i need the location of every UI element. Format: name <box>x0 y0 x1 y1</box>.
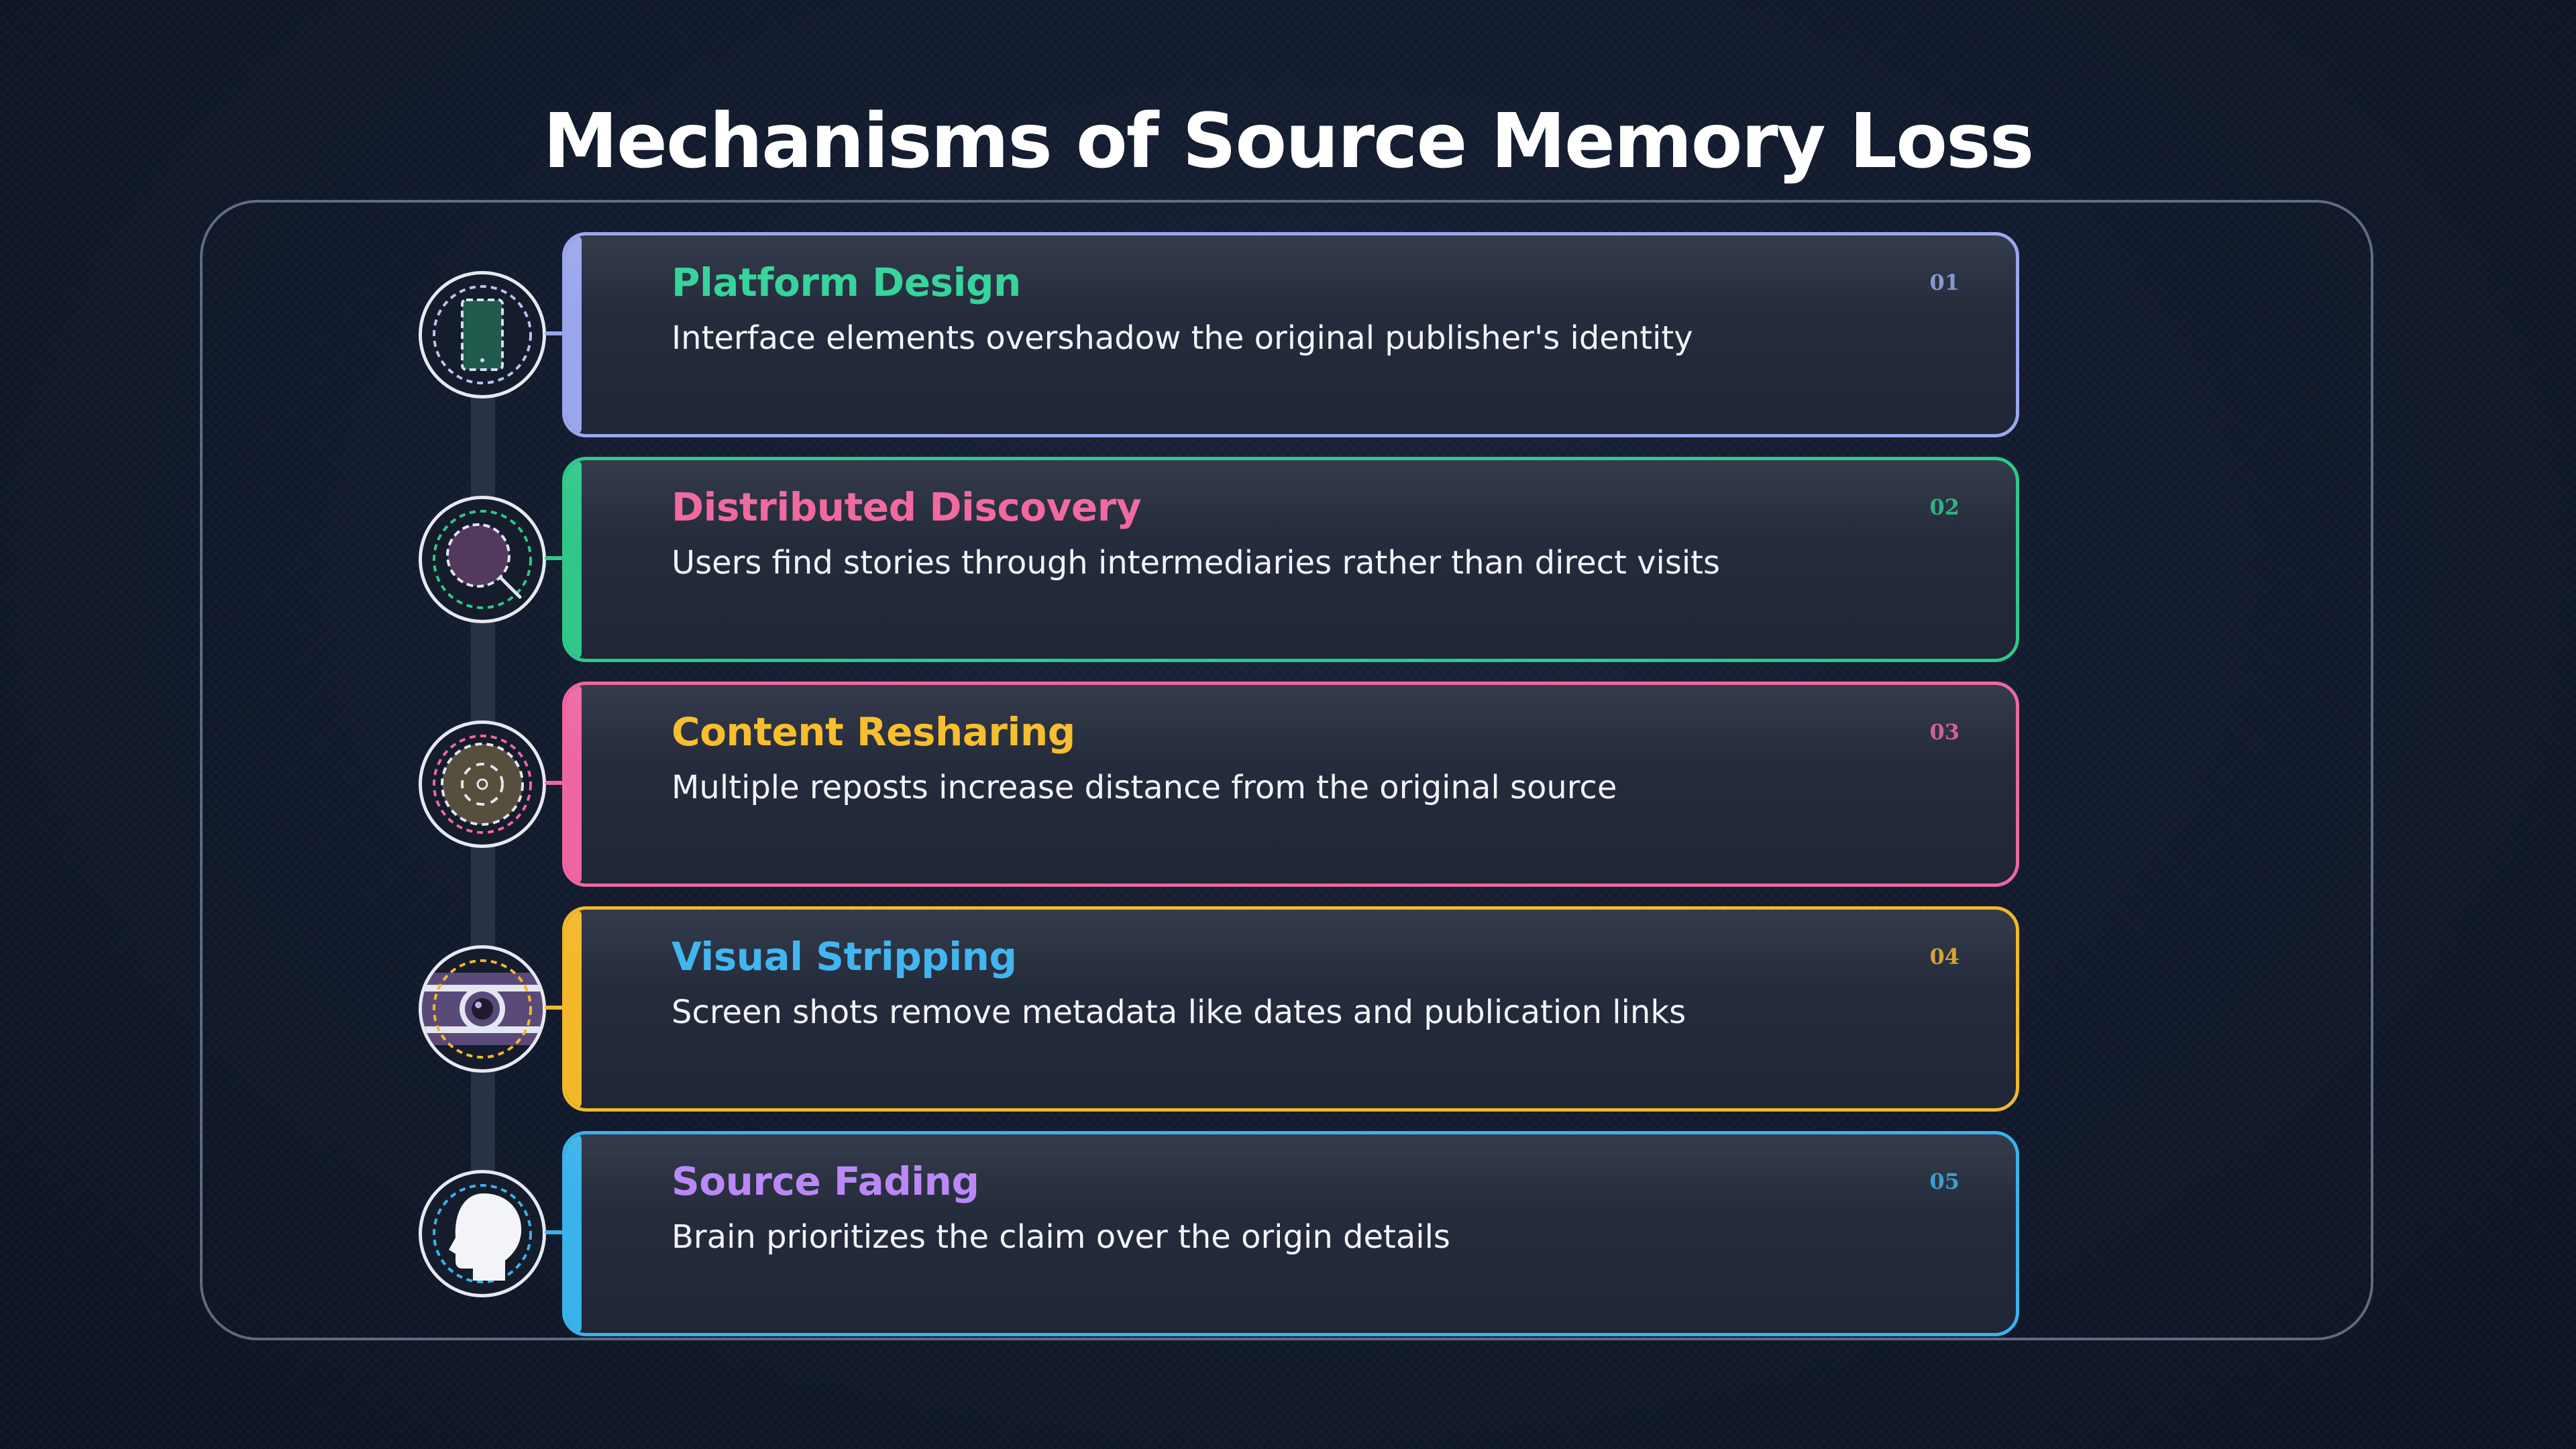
card-number: 04 <box>1929 944 1960 969</box>
card-title: Platform Design <box>672 260 1021 305</box>
head-silhouette-icon <box>419 1170 546 1297</box>
card-title: Visual Stripping <box>672 934 1017 979</box>
card-number: 03 <box>1929 719 1960 745</box>
card-number: 01 <box>1929 270 1960 295</box>
card-description: Users find stories through intermediarie… <box>672 544 1720 582</box>
card-accent-bar <box>566 235 582 434</box>
camera-icon <box>419 945 546 1073</box>
content-frame <box>200 200 2373 1340</box>
mechanism-card: Platform Design Interface elements overs… <box>562 232 2019 437</box>
phone-icon <box>419 271 546 398</box>
card-title: Distributed Discovery <box>672 484 1142 530</box>
mechanism-row-2: Distributed Discovery Users find stories… <box>0 457 2576 665</box>
share-cycle-icon <box>419 720 546 848</box>
card-description: Multiple reposts increase distance from … <box>672 769 1617 806</box>
row-connector <box>545 331 568 335</box>
card-accent-bar <box>566 910 582 1108</box>
card-number: 02 <box>1929 494 1960 520</box>
row-connector <box>545 556 568 560</box>
mechanism-row-1: Platform Design Interface elements overs… <box>0 232 2576 440</box>
card-description: Brain prioritizes the claim over the ori… <box>672 1218 1450 1256</box>
row-connector <box>545 1230 568 1234</box>
card-description: Screen shots remove metadata like dates … <box>672 994 1686 1031</box>
mechanism-card: Content Resharing Multiple reposts incre… <box>562 682 2019 887</box>
mechanism-row-3: Content Resharing Multiple reposts incre… <box>0 682 2576 890</box>
row-connector <box>545 1006 568 1010</box>
card-description: Interface elements overshadow the origin… <box>672 319 1693 357</box>
card-number: 05 <box>1929 1169 1960 1194</box>
card-title: Source Fading <box>672 1159 979 1204</box>
card-accent-bar <box>566 1134 582 1333</box>
card-accent-bar <box>566 685 582 883</box>
card-accent-bar <box>566 460 582 659</box>
card-title: Content Resharing <box>672 709 1075 755</box>
magnifier-icon <box>419 496 546 623</box>
mechanism-card: Source Fading Brain prioritizes the clai… <box>562 1131 2019 1336</box>
mechanism-card: Visual Stripping Screen shots remove met… <box>562 906 2019 1112</box>
row-connector <box>545 781 568 785</box>
mechanism-card: Distributed Discovery Users find stories… <box>562 457 2019 662</box>
page-title: Mechanisms of Source Memory Loss <box>543 98 2035 185</box>
mechanism-row-4: Visual Stripping Screen shots remove met… <box>0 906 2576 1114</box>
mechanism-row-5: Source Fading Brain prioritizes the clai… <box>0 1131 2576 1339</box>
